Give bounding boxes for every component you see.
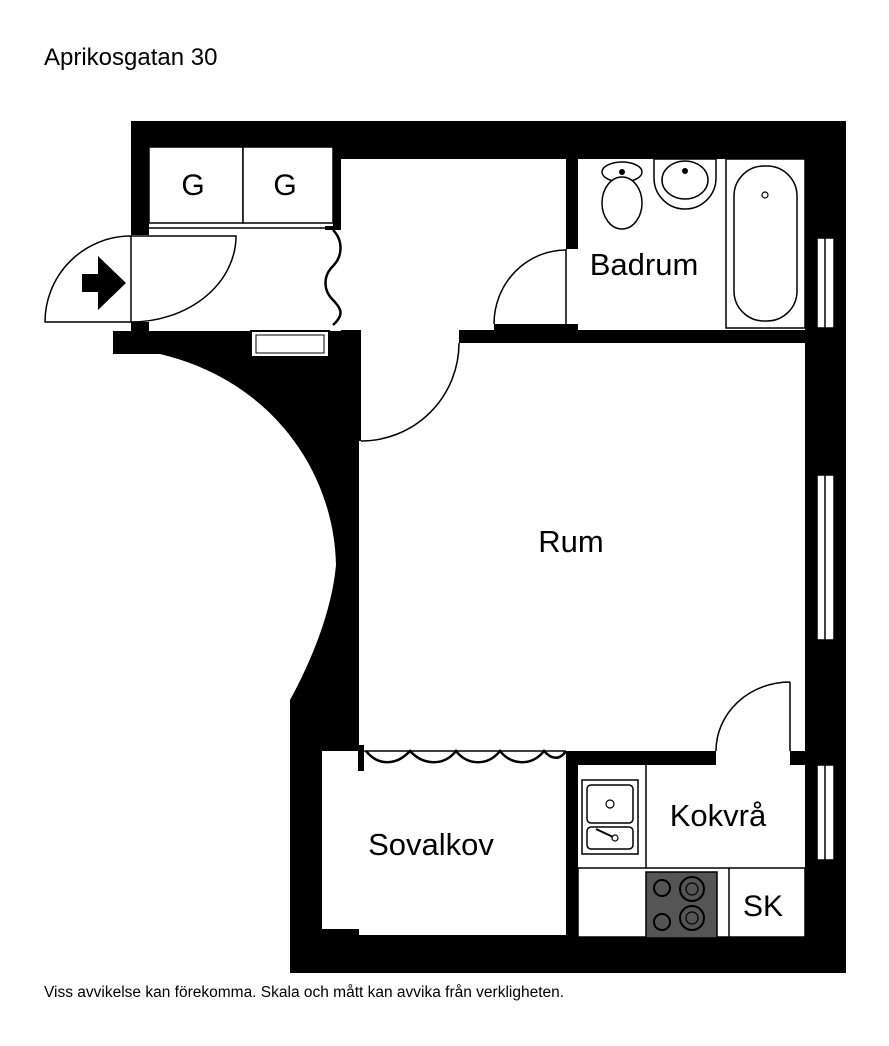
plan-title: Aprikosgatan 30 [44, 44, 218, 71]
sliding-door-hall-stop [325, 226, 341, 230]
entrance-arrow-icon [82, 256, 126, 310]
label-main-room: Rum [538, 524, 603, 559]
wall-closet-hall [333, 147, 341, 227]
disclaimer-text: Viss avvikelse kan förekomma. Skala och … [44, 984, 565, 1001]
wall-kitchen-top [566, 751, 716, 765]
floor-main-room [361, 343, 805, 751]
label-bathroom: Badrum [590, 247, 699, 282]
windows [816, 237, 835, 861]
closet-1 [148, 146, 244, 224]
washbasin-icon [653, 158, 717, 210]
closets [148, 146, 334, 358]
floor-entry [131, 236, 341, 322]
floor-hall-top [341, 159, 560, 331]
wall-kitchen-left [566, 751, 578, 937]
wall-left [131, 121, 149, 235]
wall-room-top-left [341, 330, 361, 343]
entrance-door [44, 235, 237, 323]
wall-bottom [290, 935, 846, 973]
label-wardrobe-1: G [181, 169, 204, 202]
stove-icon [645, 871, 718, 939]
toilet-icon [601, 161, 643, 230]
sliding-door-alcove [358, 745, 568, 771]
kitchen-door [715, 681, 791, 752]
label-fridge: SK [743, 890, 783, 923]
sliding-door-hall [324, 229, 342, 326]
wall-bath-left [566, 159, 578, 249]
label-sleeping-alcove: Sovalkov [368, 827, 494, 862]
wall-top-right [333, 121, 846, 159]
room-door [360, 342, 460, 442]
wall-entry-stub [131, 322, 149, 354]
bathtub-icon [725, 158, 806, 329]
interior-walls [290, 147, 805, 973]
label-kitchenette: Kokvrå [670, 798, 767, 833]
label-wardrobe-2: G [273, 169, 296, 202]
wall-bath-bottom [494, 324, 578, 330]
wall-kitchen-top-right [790, 751, 805, 765]
wall-bath-bottom-right [566, 324, 578, 330]
wall-room-left [349, 343, 361, 441]
wall-room-top [459, 330, 805, 343]
hall-shelf-inner [255, 334, 325, 354]
bathroom-door [493, 249, 567, 325]
sink-icon [581, 779, 639, 855]
closet-2 [242, 146, 334, 224]
wall-top-left [131, 121, 359, 147]
wall-alcove-left [290, 751, 322, 973]
floor-alcove [322, 751, 566, 929]
